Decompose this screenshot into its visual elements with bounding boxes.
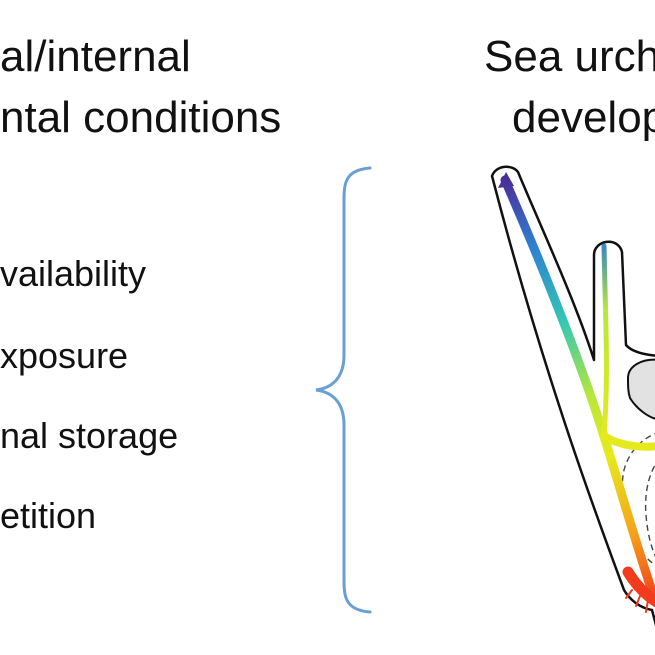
skeletal-rod-spikes [625,589,655,614]
factor-item-2: xposure [0,335,129,376]
skeletal-rod-main [500,175,655,605]
curly-brace [315,166,372,614]
skeletal-rod-foot [622,566,655,608]
skeletal-rod-tip [498,172,514,188]
gut-blob [626,358,655,420]
factor-item-3: nal storage [0,415,179,456]
larva-body-outline [490,165,655,627]
dashed-outline-inner [621,433,655,566]
heading-right-line2: develop [512,93,655,142]
heading-right-line1: Sea urch [484,32,655,81]
factor-item-1: vailability [0,253,147,294]
skeletal-rod-second [601,243,609,439]
heading-left-line1: al/internal [0,32,191,81]
factor-item-4: etition [0,495,97,536]
dashed-outline-lower [644,464,655,557]
heading-left-line2: ntal conditions [0,93,282,142]
